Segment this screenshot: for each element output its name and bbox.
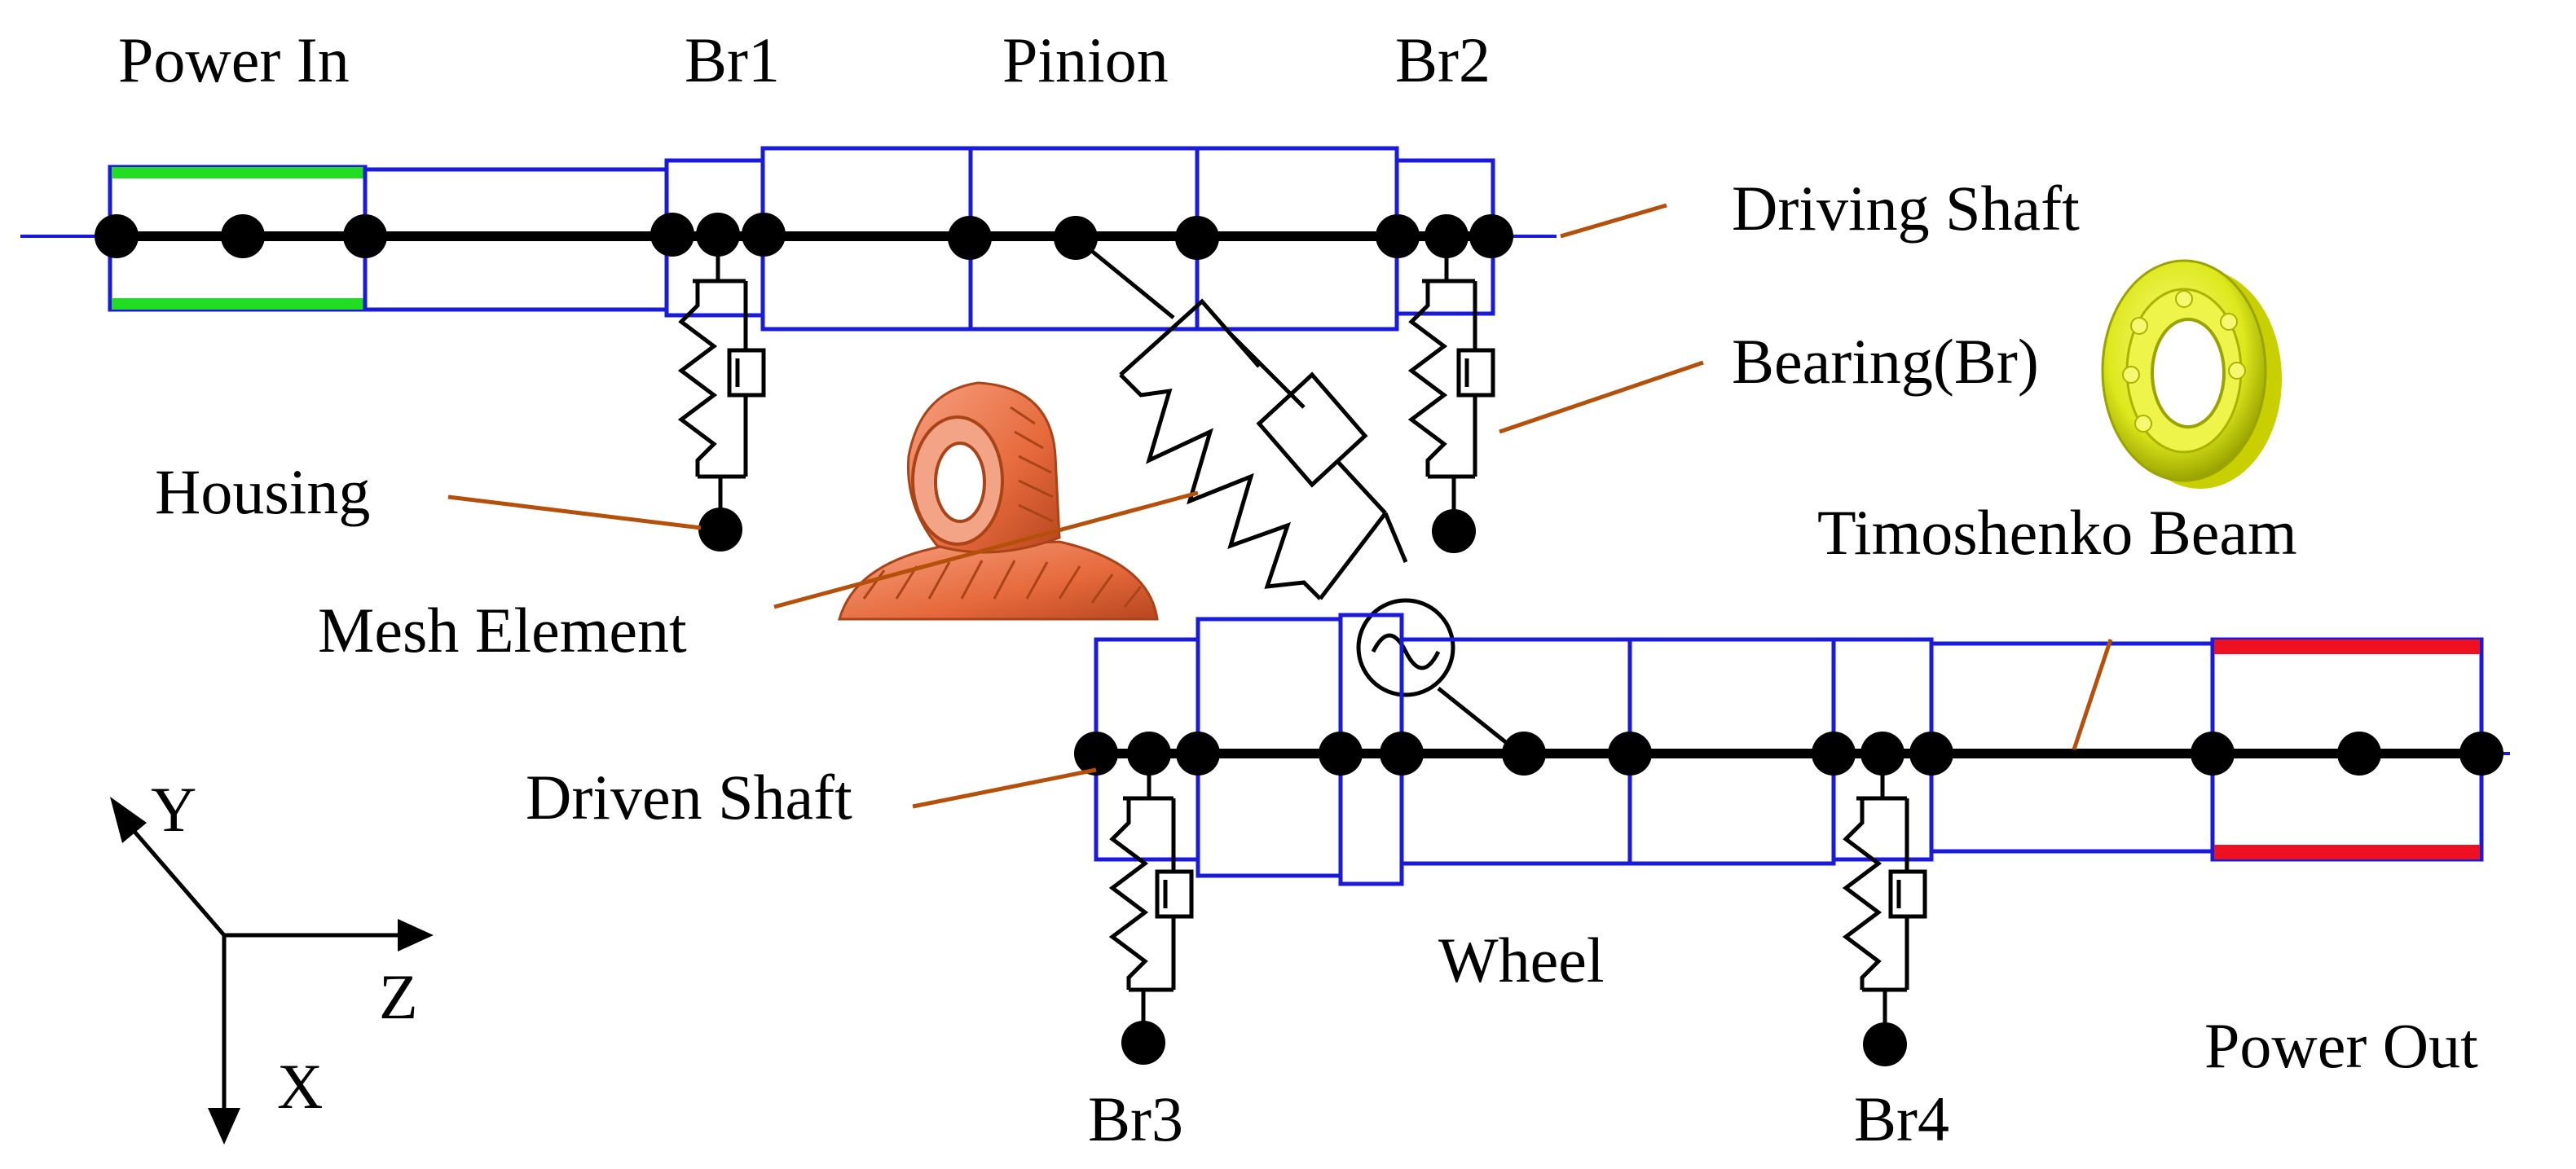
bearing-leader <box>1499 360 1704 434</box>
power-out-highlight-bottom <box>2214 845 2480 859</box>
node <box>95 214 139 258</box>
node <box>1176 732 1220 776</box>
label-mesh-element: Mesh Element <box>318 595 687 666</box>
label-timoshenko-beam: Timoshenko Beam <box>1817 497 2297 568</box>
node <box>1608 732 1652 776</box>
driven-shaft-leader <box>912 767 1097 809</box>
label-power-in: Power In <box>118 24 350 95</box>
node <box>1376 214 1420 258</box>
node <box>742 213 786 257</box>
x-arrowhead <box>208 1108 240 1145</box>
driving-shaft <box>20 146 1557 332</box>
br1-spring-damper <box>677 236 766 525</box>
ball-bearing-icon <box>2101 259 2282 489</box>
z-arrowhead <box>398 919 434 951</box>
node <box>1502 732 1546 776</box>
label-housing: Housing <box>155 456 370 527</box>
node <box>2337 732 2381 776</box>
power-in-highlight-bottom <box>112 298 363 310</box>
node <box>343 214 387 258</box>
label-br3: Br3 <box>1088 1083 1183 1154</box>
label-br1: Br1 <box>685 24 780 95</box>
leader-lines <box>447 203 2113 809</box>
driven-beam-element <box>1929 641 2215 854</box>
label-br2: Br2 <box>1395 24 1491 95</box>
coordinate-axes <box>110 797 434 1145</box>
br4-ground-node <box>1863 1022 1907 1066</box>
driven-shaft <box>1074 613 2510 886</box>
node <box>1175 216 1219 260</box>
br2-ground-node <box>1432 509 1476 553</box>
node <box>2191 732 2235 776</box>
power-in-highlight-top <box>112 167 363 178</box>
mesh-element-leader <box>773 490 1199 609</box>
node <box>1909 732 1953 776</box>
br2-spring-damper <box>1407 236 1495 525</box>
helical-gear-pair-icon <box>838 381 1159 621</box>
node <box>650 213 694 257</box>
label-pinion: Pinion <box>1002 24 1169 95</box>
label-wheel: Wheel <box>1438 925 1605 995</box>
node <box>1380 732 1424 776</box>
power-out-highlight-top <box>2214 639 2480 654</box>
node <box>1469 214 1513 258</box>
node <box>221 214 265 258</box>
driving-shaft-leader <box>1560 203 1667 239</box>
br3-spring-damper <box>1108 754 1194 1039</box>
label-br4: Br4 <box>1854 1083 1949 1154</box>
br4-spring-damper <box>1842 754 1927 1039</box>
label-driving-shaft: Driving Shaft <box>1732 173 2080 244</box>
timoshenko-beam-leader <box>2072 639 2113 750</box>
br3-ground-node <box>1121 1021 1165 1065</box>
label-axis-y: Y <box>151 774 196 845</box>
housing-ground-node <box>698 508 742 552</box>
node <box>948 216 992 260</box>
label-axis-x: X <box>277 1051 323 1122</box>
mesh-element <box>1074 236 1521 755</box>
housing-leader <box>447 494 702 530</box>
node <box>1319 732 1363 776</box>
label-axis-z: Z <box>379 961 418 1032</box>
node <box>1812 732 1856 776</box>
label-driven-shaft: Driven Shaft <box>526 762 852 833</box>
node <box>696 213 740 257</box>
label-power-out: Power Out <box>2204 1010 2478 1081</box>
y-arrowhead <box>110 797 147 843</box>
driven-element-1 <box>1196 617 1343 878</box>
driven-shaft-nodes <box>1074 732 2503 776</box>
node <box>1074 732 1118 776</box>
label-bearing: Bearing(Br) <box>1732 326 2039 397</box>
node <box>2459 732 2503 776</box>
